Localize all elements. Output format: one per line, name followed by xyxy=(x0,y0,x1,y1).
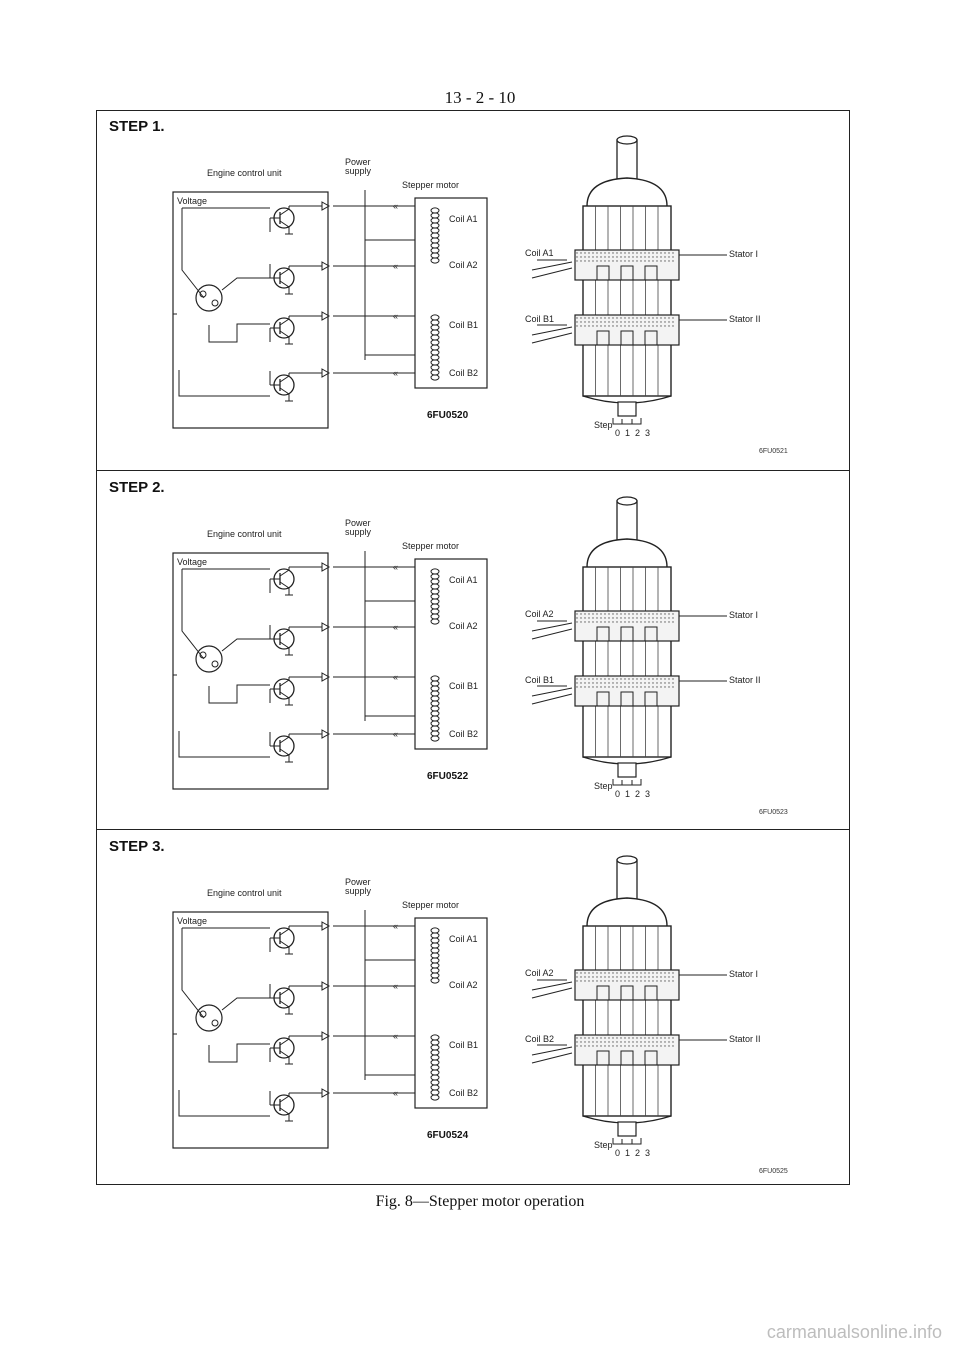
coil-label: Coil A2 xyxy=(449,980,478,990)
stator-bottom-label: Stator II xyxy=(729,675,761,685)
voltage-label: Voltage xyxy=(177,557,208,567)
stepper-motor-label: Stepper motor xyxy=(402,180,460,190)
motor-coil-top-label: Coil A2 xyxy=(525,609,554,619)
stepper-circuit-diagram: « « « « xyxy=(172,855,727,1149)
stator-top-label: Stator I xyxy=(729,969,759,979)
stepper-motor-label: Stepper motor xyxy=(402,541,460,551)
coil-label: Coil B2 xyxy=(449,729,479,739)
svg-text:«: « xyxy=(393,981,398,991)
coil-label: Coil B1 xyxy=(449,681,479,691)
svg-text:«: « xyxy=(393,921,398,931)
stator-top-label: Stator I xyxy=(729,610,759,620)
ecu-label: Engine control unit xyxy=(207,529,282,539)
motor-coil-bottom-label: Coil B2 xyxy=(525,1034,555,1044)
stepper-circuit-diagram: « « « « xyxy=(172,496,727,790)
svg-text:«: « xyxy=(393,672,398,682)
svg-text:«: « xyxy=(393,201,398,211)
svg-text:«: « xyxy=(393,311,398,321)
coil-label: Coil B2 xyxy=(449,1088,479,1098)
ecu-label: Engine control unit xyxy=(207,168,282,178)
power-supply-label: Power supply xyxy=(345,877,372,896)
figure-frame xyxy=(96,110,850,1185)
voltage-label: Voltage xyxy=(177,196,208,206)
step-divider xyxy=(96,470,850,471)
step-panel: « « « « STEP 3. Engine control unit Power supp… xyxy=(97,830,848,1185)
step-numbers: 0 1 2 3 xyxy=(615,789,651,799)
figure-caption: Fig. 8—Stepper motor operation xyxy=(375,1193,585,1210)
motor-coil-top-label: Coil A1 xyxy=(525,248,554,258)
coil-label: Coil A1 xyxy=(449,934,478,944)
figure-code: 6FU0520 xyxy=(427,410,469,421)
ecu-label: Engine control unit xyxy=(207,888,282,898)
svg-text:«: « xyxy=(393,368,398,378)
coil-label: Coil B1 xyxy=(449,1040,479,1050)
coil-label: Coil A1 xyxy=(449,214,478,224)
page-number: 13 - 2 - 10 xyxy=(444,88,516,107)
motor-coil-top-label: Coil A2 xyxy=(525,968,554,978)
stator-bottom-label: Stator II xyxy=(729,1034,761,1044)
step-label: STEP 3. xyxy=(109,838,165,855)
step-panel: « « « « STEP 2. Engine control unit Power supp… xyxy=(97,471,848,826)
coil-label: Coil A1 xyxy=(449,575,478,585)
step-scale-label: Step xyxy=(594,781,613,791)
stepper-motor-label: Stepper motor xyxy=(402,900,460,910)
stator-bottom-label: Stator II xyxy=(729,314,761,324)
step-label: STEP 1. xyxy=(109,118,165,135)
figure-code: 6FU0524 xyxy=(427,1130,469,1141)
svg-text:«: « xyxy=(393,1031,398,1041)
svg-text:«: « xyxy=(393,729,398,739)
svg-text:«: « xyxy=(393,562,398,572)
svg-text:«: « xyxy=(393,622,398,632)
svg-text:«: « xyxy=(393,261,398,271)
step-divider xyxy=(96,829,850,830)
step-label: STEP 2. xyxy=(109,479,165,496)
motor-coil-bottom-label: Coil B1 xyxy=(525,675,555,685)
coil-label: Coil A2 xyxy=(449,621,478,631)
coil-label: Coil A2 xyxy=(449,260,478,270)
stator-top-label: Stator I xyxy=(729,249,759,259)
step-panel: « « « « STEP 1. Engine control unit Power supp… xyxy=(97,110,848,465)
step-scale-label: Step xyxy=(594,420,613,430)
stepper-circuit-diagram: « « « « xyxy=(172,135,727,429)
figure-code: 6FU0522 xyxy=(427,771,469,782)
coil-label: Coil B1 xyxy=(449,320,479,330)
watermark: carmanualsonline.info xyxy=(766,1322,942,1342)
power-supply-label: Power supply xyxy=(345,157,372,176)
motor-figure-code: 6FU0521 xyxy=(759,448,788,455)
motor-figure-code: 6FU0525 xyxy=(759,1168,788,1175)
power-supply-label: Power supply xyxy=(345,518,372,537)
motor-figure-code: 6FU0523 xyxy=(759,809,788,816)
svg-text:«: « xyxy=(393,1088,398,1098)
coil-label: Coil B2 xyxy=(449,368,479,378)
motor-coil-bottom-label: Coil B1 xyxy=(525,314,555,324)
step-numbers: 0 1 2 3 xyxy=(615,1148,651,1158)
step-numbers: 0 1 2 3 xyxy=(615,428,651,438)
voltage-label: Voltage xyxy=(177,916,208,926)
step-scale-label: Step xyxy=(594,1140,613,1150)
